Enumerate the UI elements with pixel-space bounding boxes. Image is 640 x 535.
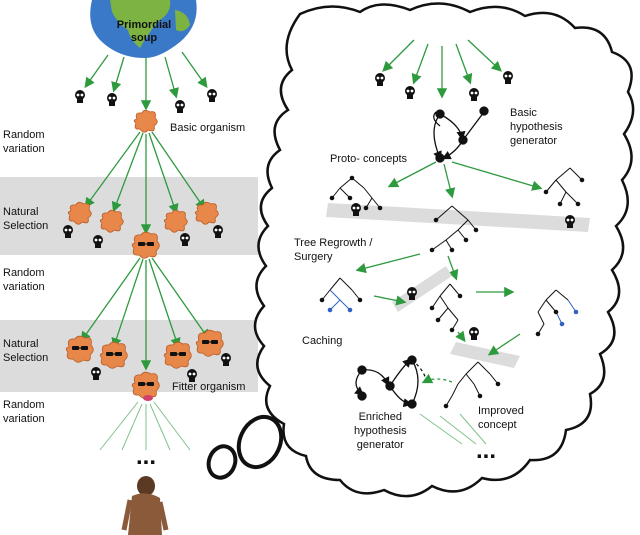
basic-hypothesis-generator-graph	[433, 106, 489, 163]
improved-concept-label: Improved concept	[478, 405, 524, 431]
skull-icon	[93, 235, 103, 248]
basic-organism	[133, 109, 158, 133]
improved-concept-tree	[443, 361, 501, 409]
organism-variant	[67, 201, 92, 225]
organism-with-sunglasses	[195, 329, 224, 357]
regrowth-arrows	[355, 253, 459, 281]
surgery-tree-3	[535, 289, 579, 337]
early-human-figure	[121, 476, 169, 535]
organism-with-sunglasses	[131, 231, 160, 259]
skull-icon	[221, 353, 231, 366]
enriched-generator-label: Enriched hypothesis generator	[354, 411, 407, 451]
skull-icon	[63, 225, 73, 238]
proto-concept-tree-1	[329, 175, 383, 211]
basic-organism-label: Basic organism	[170, 122, 246, 134]
natural-selection-label-1: Natural Selection	[3, 206, 49, 232]
left-ellipsis: ...	[136, 443, 156, 470]
cloud-top-arrows	[382, 39, 502, 99]
thought-bubbles	[206, 414, 284, 480]
enriched-hypothesis-generator-graph	[354, 355, 427, 409]
proto-concept-tree-2	[429, 205, 479, 253]
caching-arrow	[421, 373, 453, 384]
organism-variant	[163, 209, 188, 233]
fitter-organism-label: Fitter organism	[172, 381, 246, 393]
basic-organism-arrows	[84, 131, 206, 235]
random-variation-label-1: Random variation	[3, 129, 45, 155]
organism-variant	[99, 209, 124, 233]
skull-icon	[175, 100, 185, 113]
earth-arrows	[84, 51, 208, 111]
proto-concepts-band	[326, 203, 590, 232]
thought-cloud	[253, 2, 635, 498]
skull-icon	[107, 93, 117, 106]
caching-label: Caching	[302, 335, 343, 347]
surgery-arrow	[373, 295, 407, 306]
skull-icon	[213, 225, 223, 238]
regrowth-band-1	[392, 266, 452, 312]
right-ellipsis: ...	[476, 437, 496, 464]
organism-with-sunglasses	[163, 341, 192, 369]
basic-hypothesis-generator-label: Basic hypothesis generator	[510, 107, 563, 147]
random-variation-label-2: Random variation	[3, 267, 45, 293]
organism-with-sunglasses	[65, 335, 94, 363]
skull-icon	[75, 90, 85, 103]
proto-concept-tree-3	[543, 167, 585, 207]
regrowth-band-2	[450, 342, 520, 368]
fitter-organism	[131, 371, 160, 401]
generator-arrows	[387, 161, 543, 199]
skull-icon	[91, 367, 101, 380]
surgery-tree-1	[319, 277, 363, 313]
proto-concepts-label: Proto- concepts	[330, 153, 408, 165]
tree-regrowth-label: Tree Regrowth / Surgery	[294, 237, 373, 263]
descent-lines	[99, 401, 191, 451]
surgery-arrow	[487, 333, 521, 356]
skull-icon	[207, 89, 217, 102]
natural-selection-label-2: Natural Selection	[3, 338, 49, 364]
surgery-tree-2	[429, 283, 463, 333]
surgery-arrow	[455, 330, 466, 343]
organism-variant	[194, 201, 219, 225]
skull-icon	[180, 233, 190, 246]
organism-with-sunglasses	[99, 341, 128, 369]
earth-globe	[90, 0, 197, 58]
second-generation-arrows	[80, 257, 210, 371]
cloud-bottom-lines	[419, 413, 487, 445]
random-variation-label-3: Random variation	[3, 399, 45, 425]
